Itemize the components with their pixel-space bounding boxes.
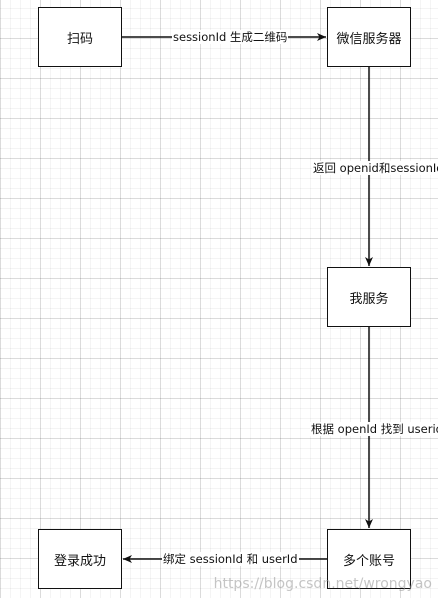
node-my-server[interactable]: 我服务 xyxy=(327,267,411,327)
node-wechat-server-label: 微信服务器 xyxy=(336,31,402,47)
node-login-success[interactable]: 登录成功 xyxy=(38,529,122,589)
edge-label-scan-to-wechat: sessionId 生成二维码 xyxy=(172,30,289,44)
edge-label-wechat-to-myserver: 返回 openid和sessionId xyxy=(312,161,438,175)
node-multiple-accounts[interactable]: 多个账号 xyxy=(327,529,411,589)
edge-label-myserver-to-accounts: 根据 openId 找到 userid xyxy=(310,422,438,436)
node-my-server-label: 我服务 xyxy=(349,291,389,307)
edge-label-accounts-to-login: 绑定 sessionId 和 userId xyxy=(162,552,299,566)
node-multiple-accounts-label: 多个账号 xyxy=(342,553,395,569)
node-scan[interactable]: 扫码 xyxy=(38,7,122,67)
node-login-success-label: 登录成功 xyxy=(53,553,106,569)
node-wechat-server[interactable]: 微信服务器 xyxy=(327,7,411,67)
watermark: https://blog.csdn.net/wrongyao xyxy=(213,576,432,592)
node-scan-label: 扫码 xyxy=(66,31,93,47)
